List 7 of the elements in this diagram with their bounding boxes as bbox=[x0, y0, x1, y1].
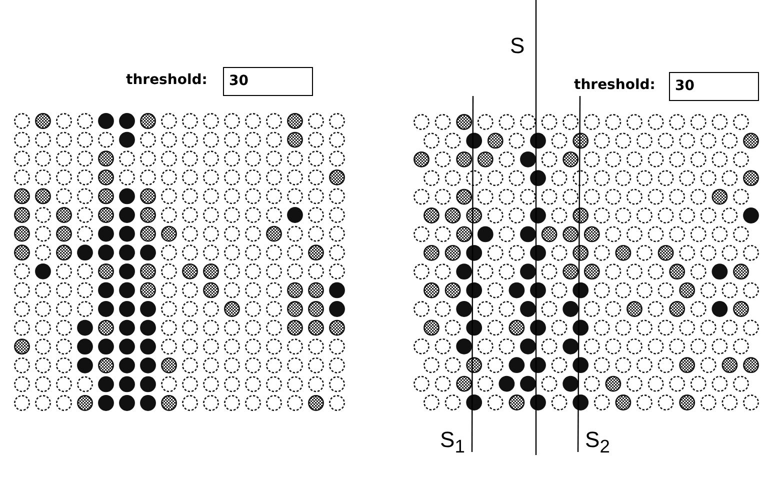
field-label: threshold: bbox=[574, 77, 656, 94]
line-label: S$_{2}$ bbox=[585, 428, 610, 458]
line-label: S bbox=[510, 34, 525, 58]
input-field: 30 bbox=[223, 67, 313, 96]
line-label: S$_{1}$ bbox=[440, 428, 465, 458]
input-field: 30 bbox=[669, 72, 759, 101]
field-label: threshold: bbox=[126, 72, 208, 89]
